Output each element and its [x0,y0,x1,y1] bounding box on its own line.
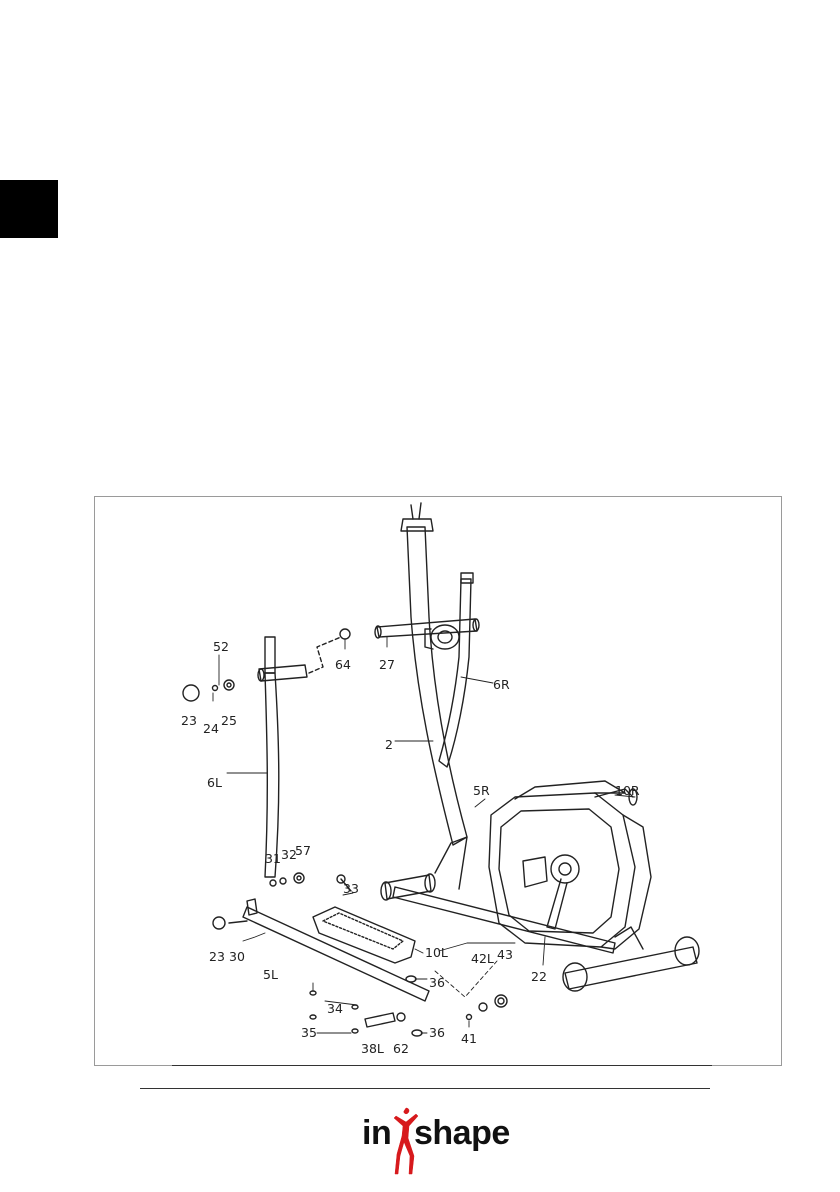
left-foot-pedal [313,907,415,963]
callout-38L: 38L [361,1041,384,1056]
callout-10L: 10L [425,945,448,960]
callout-36: 36 [429,975,445,990]
axle-tube-27 [377,619,477,637]
left-pedal-arm [243,907,429,1001]
callout-25: 25 [221,713,237,728]
callout-36-lower: 36 [429,1025,445,1040]
callout-5R: 5R [473,783,490,798]
crank-hub [551,855,579,883]
callout-34: 34 [327,1001,343,1016]
callout-31: 31 [265,851,281,866]
exploded-view-drawing: 52 23 24 25 64 27 6R 2 6L 5R 10R 31 32 5… [95,497,783,1067]
crank-arm [547,879,567,929]
callout-6R: 6R [493,677,510,692]
footer-divider-top [172,1065,712,1066]
main-mast [407,527,467,845]
console-bracket [401,519,433,531]
callout-23: 23 [181,713,197,728]
callout-24: 24 [203,721,219,736]
left-handlebar [265,673,279,877]
callout-27: 27 [379,657,395,672]
callout-22: 22 [531,969,547,984]
callout-35: 35 [301,1025,317,1040]
callout-2: 2 [385,737,393,752]
callout-41: 41 [461,1031,477,1046]
callout-5L: 5L [263,967,278,982]
logo-text-in: in [362,1114,391,1153]
callout-23-lower: 23 [209,949,225,964]
callout-10R: 10R [615,783,640,798]
logo-text-shape: shape [414,1114,510,1153]
callout-6L: 6L [207,775,222,790]
callout-62: 62 [393,1041,409,1056]
rear-foot-right [675,937,699,965]
end-cap-23 [183,685,199,701]
callout-52: 52 [213,639,229,654]
pivot-housing [431,625,459,649]
assembly-diagram: 52 23 24 25 64 27 6R 2 6L 5R 10R 31 32 5… [94,496,782,1066]
footer-divider-bottom [140,1088,710,1089]
inshape-logo: in shape [362,1106,512,1178]
callout-43: 43 [497,947,513,962]
section-tab-marker [0,180,58,238]
callout-64: 64 [335,657,351,672]
callout-33: 33 [343,881,359,896]
callout-30: 30 [229,949,245,964]
callout-57: 57 [295,843,311,858]
flywheel-housing [489,793,635,947]
callout-42L: 42L [471,951,494,966]
